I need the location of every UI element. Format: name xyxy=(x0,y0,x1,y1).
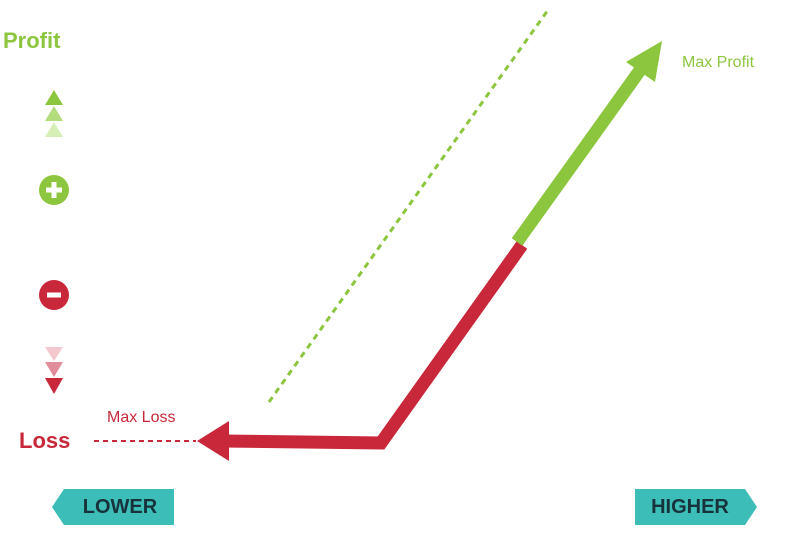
triple-up-triangle-icon xyxy=(45,90,63,137)
right-arrow-tag-shape xyxy=(635,489,757,525)
loss-arrowhead xyxy=(197,421,229,461)
loss-payoff-line xyxy=(221,241,528,450)
lower-tag: LOWER xyxy=(52,489,174,525)
profit-arrowhead xyxy=(626,41,662,82)
triple-down-triangle-icon xyxy=(45,347,63,394)
plus-circle-icon xyxy=(39,175,69,205)
lower-label: LOWER xyxy=(82,495,158,518)
max-loss-label: Max Loss xyxy=(107,409,176,426)
profit-label: Profit xyxy=(3,28,61,53)
minus-circle-icon xyxy=(39,280,69,310)
profit-payoff-line xyxy=(511,62,649,246)
loss-label: Loss xyxy=(19,428,71,453)
higher-tag: HIGHER xyxy=(635,489,757,525)
max-profit-label: Max Profit xyxy=(682,54,755,71)
dashed-guide-line xyxy=(267,9,550,403)
higher-label: HIGHER xyxy=(651,495,729,518)
left-arrow-tag-shape xyxy=(52,489,174,525)
